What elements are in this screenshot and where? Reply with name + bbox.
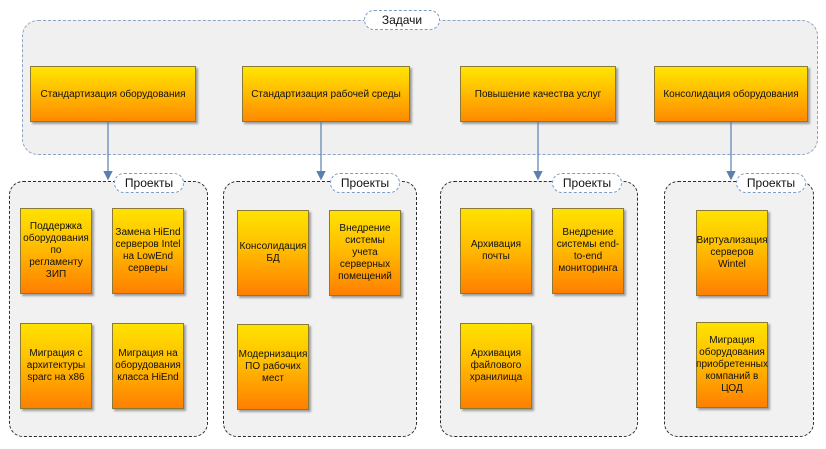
project-box: Миграция оборудования приобретенных комп… [696,322,768,408]
project-box: Замена HiEnd серверов Intel на LowEnd се… [112,208,184,294]
task-equipment-consolidation: Консолидация оборудования [654,66,808,122]
project-box: Виртуализация серверов Wintel [696,210,768,296]
projects-label-2: Проекты [330,173,400,193]
project-box: Миграция с архитектуры sparc на x86 [20,323,92,409]
project-box: Архивация файлового хранилища [460,323,532,409]
task-service-quality: Повышение качества услуг [460,66,616,122]
project-box: Модернизация ПО рабочих мест [237,324,309,410]
task-workenv-standardization: Стандартизация рабочей среды [242,66,410,122]
project-box: Архивация почты [460,208,532,294]
project-box: Внедрение системы учета серверных помеще… [329,210,401,296]
project-box: Консолидация БД [237,210,309,296]
task-equipment-standardization: Стандартизация оборудования [30,66,196,122]
projects-label-4: Проекты [736,173,806,193]
project-box: Миграция на оборудования класса HiEnd [112,323,184,409]
projects-label-3: Проекты [552,173,622,193]
project-box: Поддержка оборудования по регламенту ЗИП [20,208,92,294]
projects-label-1: Проекты [114,173,184,193]
project-box: Внедрение системы end-to-end мониторинга [552,208,624,294]
tasks-label: Задачи [364,10,440,30]
